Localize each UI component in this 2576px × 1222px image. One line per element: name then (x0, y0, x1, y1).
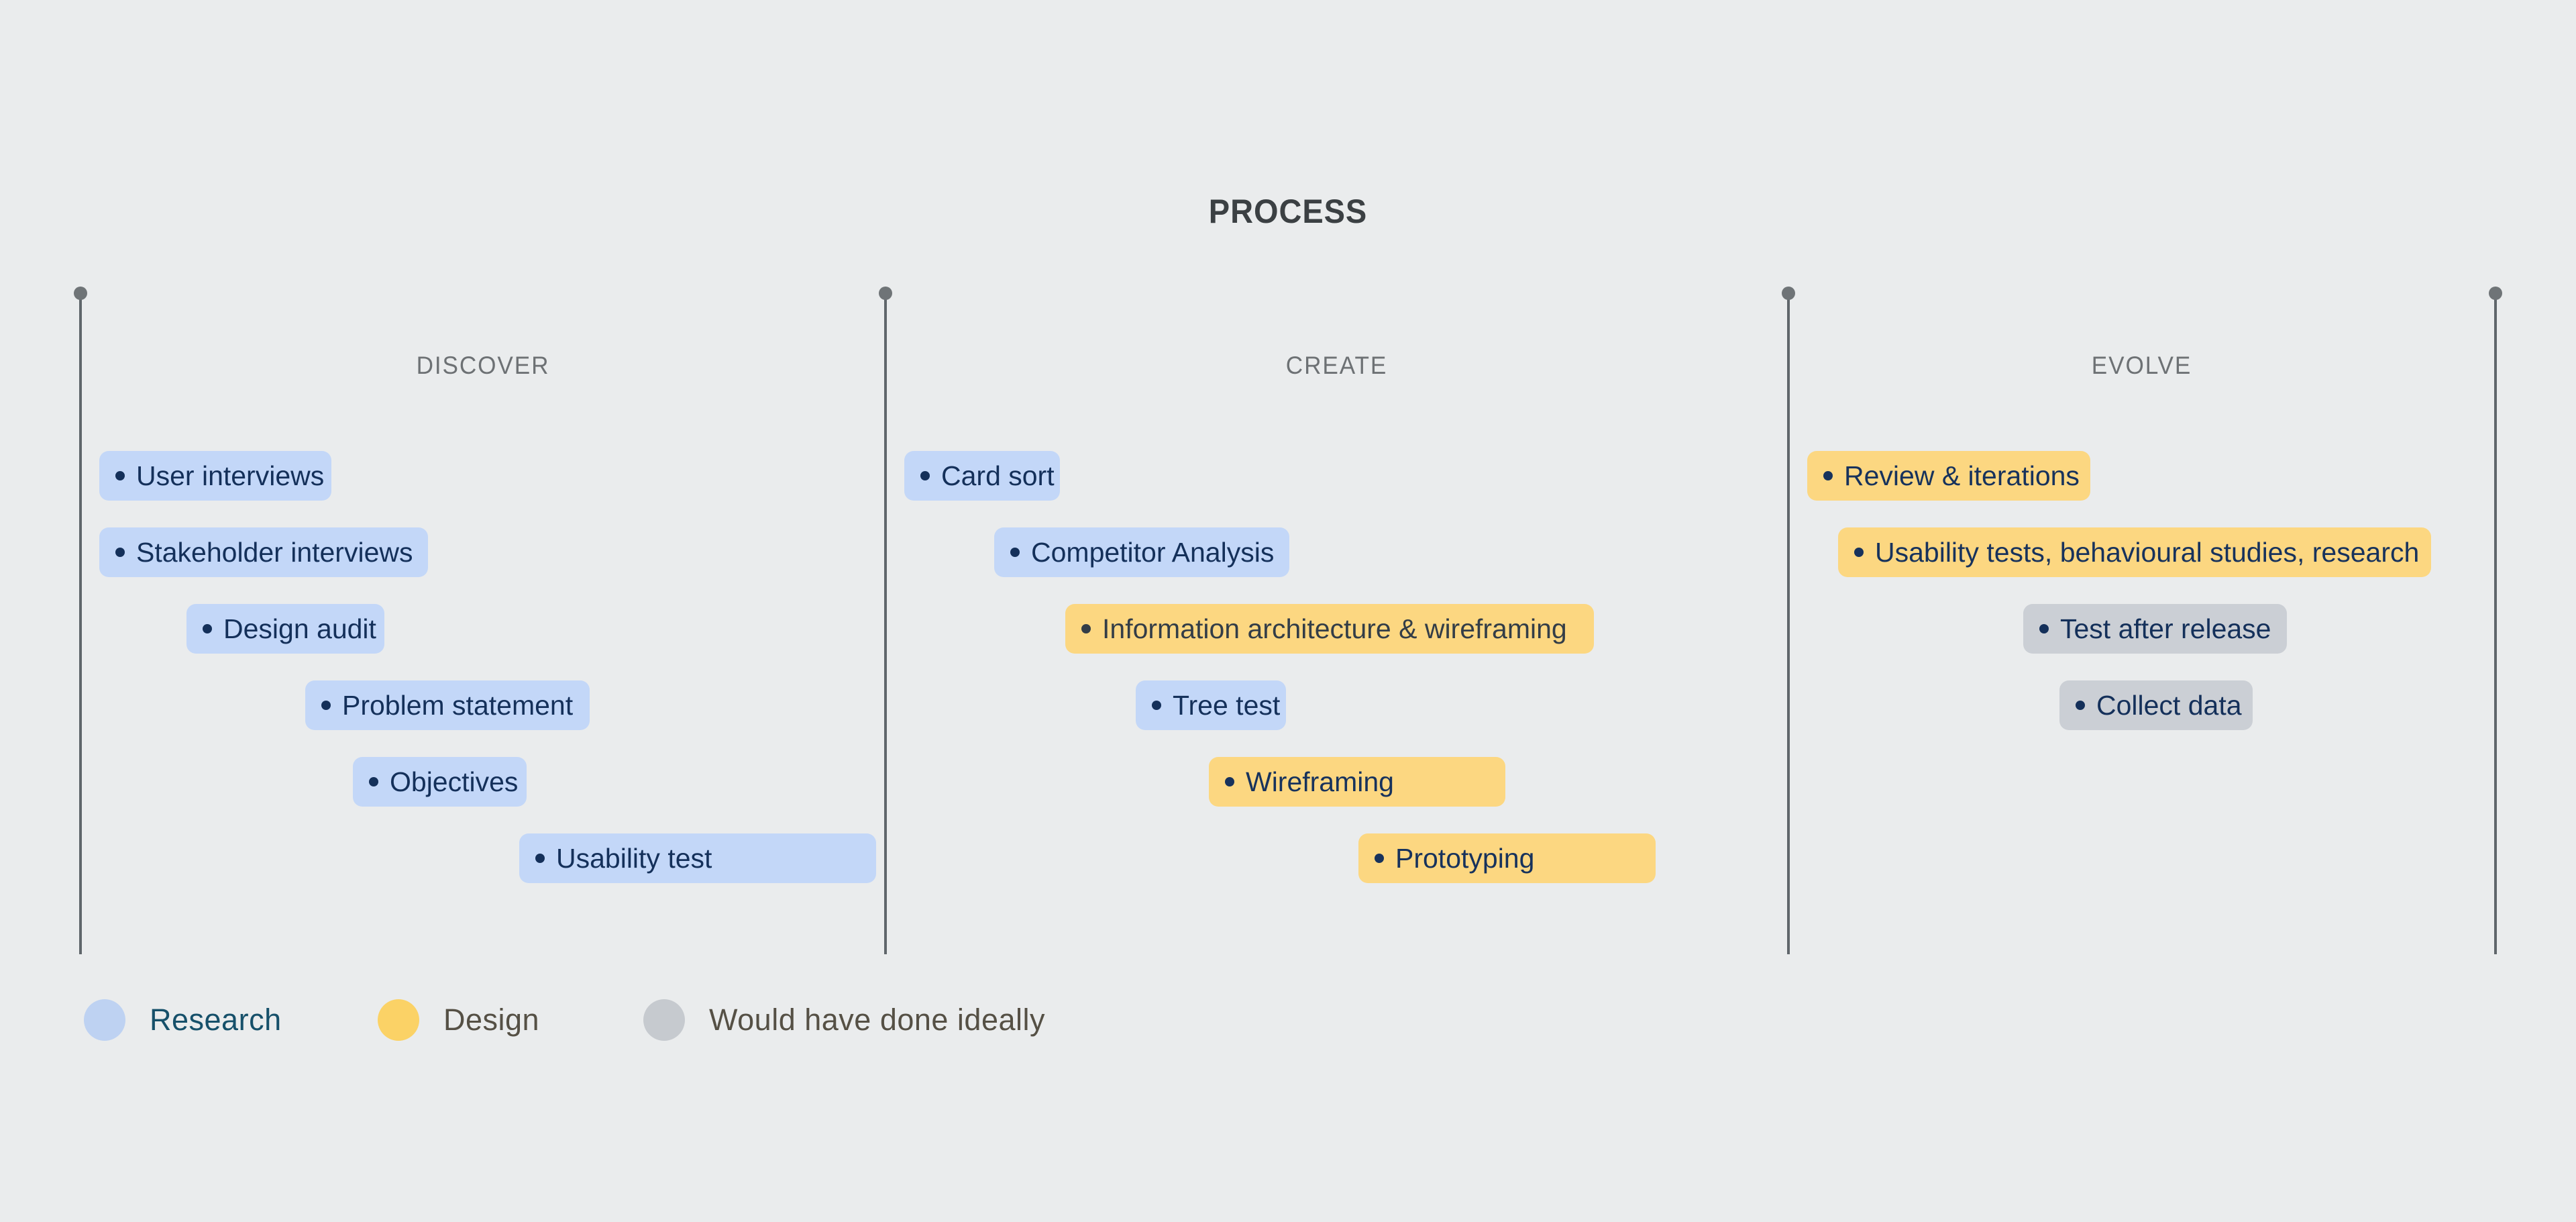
bullet-dot-icon (203, 624, 212, 633)
bullet-dot-icon (1854, 548, 1864, 557)
process-item-label: Design audit (223, 613, 376, 644)
process-item-label: Wireframing (1246, 766, 1394, 797)
process-item-label: Card sort (941, 460, 1055, 491)
bullet-dot-icon (1081, 624, 1091, 633)
process-item-label: Usability tests, behavioural studies, re… (1875, 536, 2420, 568)
process-item-pill: Collect data (2059, 680, 2253, 730)
bullet-dot-icon (321, 701, 331, 710)
bullet-dot-icon (115, 471, 125, 480)
legend-item-research: Research (84, 999, 282, 1041)
process-item-pill: Stakeholder interviews (99, 527, 428, 577)
process-item-pill: Test after release (2023, 604, 2287, 654)
process-item-pill: Problem statement (305, 680, 590, 730)
bullet-dot-icon (1823, 471, 1833, 480)
process-item-pill: Review & iterations (1807, 451, 2090, 501)
process-item-label: Stakeholder interviews (136, 536, 413, 568)
legend-label: Design (443, 1003, 540, 1037)
process-item-pill: Competitor Analysis (994, 527, 1289, 577)
bullet-dot-icon (2039, 624, 2049, 633)
process-item-pill: Card sort (904, 451, 1060, 501)
phase-divider (74, 287, 87, 954)
process-item-label: Problem statement (342, 689, 574, 721)
phase-divider (2489, 287, 2502, 954)
process-item-label: Usability test (556, 842, 712, 874)
page-title: PROCESS (1208, 193, 1368, 230)
bullet-dot-icon (369, 777, 378, 786)
bullet-dot-icon (1010, 548, 1020, 557)
legend-item-design: Design (378, 999, 539, 1041)
process-item-label: Information architecture & wireframing (1102, 613, 1567, 644)
process-item-label: Test after release (2060, 613, 2271, 644)
process-item-label: Collect data (2096, 689, 2242, 721)
process-item-pill: Usability tests, behavioural studies, re… (1838, 527, 2431, 577)
process-item-label: Tree test (1173, 689, 1281, 721)
process-item-pill: Tree test (1136, 680, 1286, 730)
phase-divider-dot-icon (1782, 287, 1795, 300)
bullet-dot-icon (1225, 777, 1234, 786)
column-label-create: CREATE (1285, 352, 1388, 379)
process-item-pill: Information architecture & wireframing (1065, 604, 1594, 654)
phase-divider-dot-icon (74, 287, 87, 300)
bullet-dot-icon (2076, 701, 2085, 710)
bullet-dot-icon (535, 854, 545, 863)
bullet-dot-icon (920, 471, 930, 480)
process-item-pill: Usability test (519, 833, 876, 883)
bullet-dot-icon (115, 548, 125, 557)
legend-item-would-have-done-ideally: Would have done ideally (643, 999, 1045, 1041)
process-item-pill: Design audit (186, 604, 384, 654)
process-item-pill: Wireframing (1209, 757, 1505, 807)
legend-label: Would have done ideally (709, 1003, 1046, 1037)
phase-divider-dot-icon (2489, 287, 2502, 300)
bullet-dot-icon (1152, 701, 1161, 710)
process-item-label: Review & iterations (1844, 460, 2080, 491)
process-item-label: User interviews (136, 460, 325, 491)
process-item-label: Competitor Analysis (1031, 536, 1275, 568)
legend-label: Research (150, 1003, 282, 1037)
process-item-label: Prototyping (1395, 842, 1535, 874)
phase-divider (1782, 287, 1795, 954)
phase-divider (879, 287, 892, 954)
bullet-dot-icon (1375, 854, 1384, 863)
column-label-evolve: EVOLVE (2091, 352, 2192, 379)
process-item-pill: Objectives (353, 757, 527, 807)
research-swatch-icon (84, 999, 125, 1041)
ideal-swatch-icon (643, 999, 685, 1041)
legend: Research Design Would have done ideally (0, 999, 2576, 1041)
process-item-label: Objectives (390, 766, 519, 797)
process-item-pill: Prototyping (1358, 833, 1656, 883)
column-label-discover: DISCOVER (416, 352, 550, 379)
process-item-pill: User interviews (99, 451, 331, 501)
phase-divider-dot-icon (879, 287, 892, 300)
design-swatch-icon (378, 999, 419, 1041)
